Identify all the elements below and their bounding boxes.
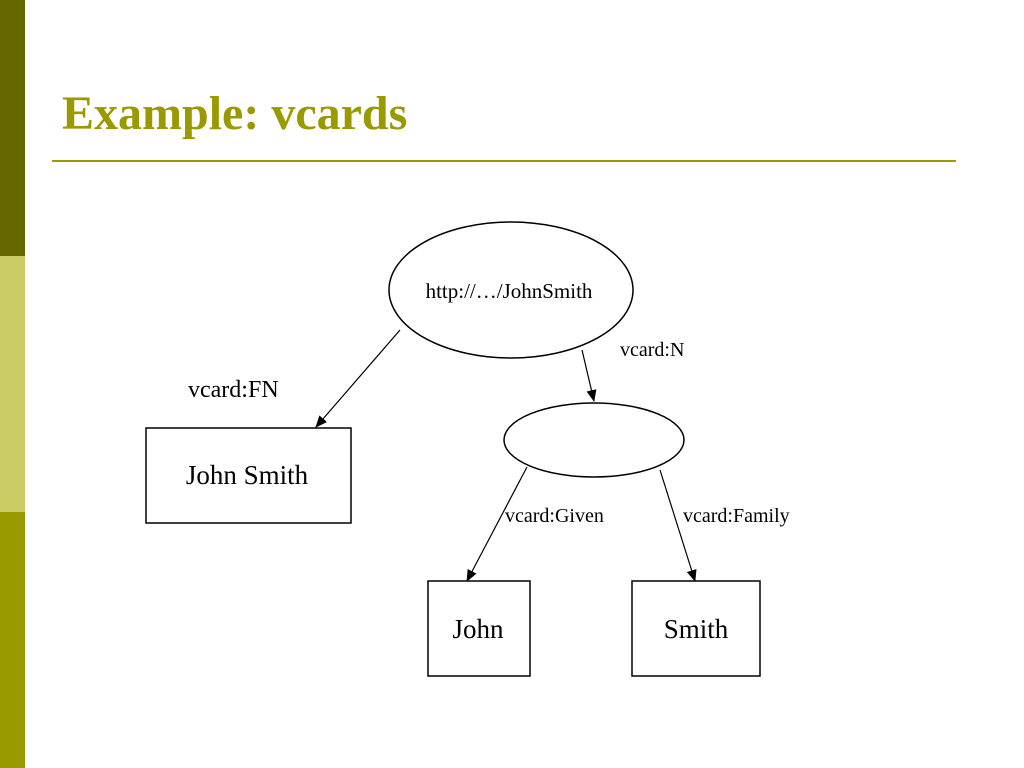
edge-label-given: vcard:Given bbox=[505, 505, 604, 527]
sidebar-segment-dark bbox=[0, 0, 25, 256]
edge-label-family: vcard:Family bbox=[683, 505, 790, 527]
fullname-literal-box bbox=[145, 427, 352, 524]
resource-node-label: http://…/JohnSmith bbox=[426, 279, 593, 303]
family-literal-label: Smith bbox=[664, 614, 729, 644]
edge-n bbox=[581, 349, 597, 402]
title-underline bbox=[52, 160, 956, 162]
family-literal-box bbox=[631, 580, 761, 677]
sidebar-segment-mid bbox=[0, 512, 25, 768]
edge-fn bbox=[315, 329, 401, 428]
edge-given bbox=[466, 466, 528, 582]
given-literal-box bbox=[427, 580, 531, 677]
edge-label-fn: vcard:FN bbox=[188, 377, 279, 403]
given-literal-label: John bbox=[452, 614, 504, 644]
sidebar-accent-bar bbox=[0, 0, 25, 768]
edge-family bbox=[659, 469, 697, 582]
resource-node bbox=[388, 221, 634, 359]
blank-node bbox=[503, 402, 685, 478]
slide-title: Example: vcards bbox=[62, 87, 408, 140]
edge-label-n: vcard:N bbox=[620, 339, 684, 361]
fullname-literal-label: John Smith bbox=[186, 460, 309, 490]
sidebar-segment-light bbox=[0, 256, 25, 512]
